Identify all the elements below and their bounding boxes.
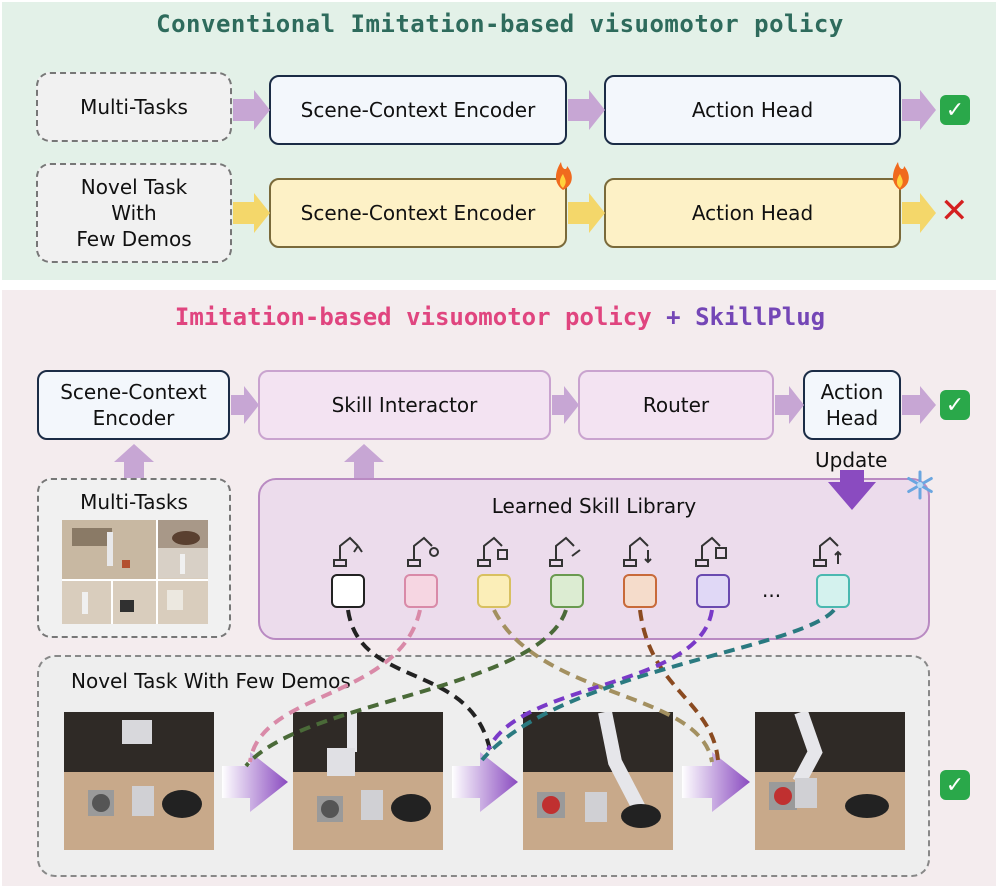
check-mark-icon: ✓ <box>940 95 970 125</box>
action-head: Action Head <box>604 75 901 145</box>
skillplug-scene-encoder: Scene-Context Encoder <box>37 370 230 440</box>
action-head-finetune: Action Head <box>604 178 901 248</box>
skill-slot-6 <box>696 574 730 608</box>
robot-arm-icon <box>623 536 652 567</box>
conventional-title: Conventional Imitation-based visuomotor … <box>156 10 844 38</box>
progress-arrow <box>452 752 518 812</box>
scene-context-encoder-finetune: Scene-Context Encoder <box>269 178 567 248</box>
arrow-right <box>568 90 605 130</box>
title-plus: + <box>666 303 681 331</box>
scene-frame-3 <box>523 712 673 850</box>
robot-arm-icon <box>407 536 439 567</box>
cross-mark-icon: ✕ <box>940 191 969 231</box>
fire-icon <box>892 162 909 190</box>
multi-task-scenes-image <box>62 520 208 624</box>
update-label: Update <box>815 448 888 472</box>
scene-frame-4 <box>755 712 905 850</box>
title-part-1: Imitation-based visuomotor policy <box>174 303 652 331</box>
skill-slot-3 <box>477 574 511 608</box>
encoder-line-1: Scene-Context <box>60 380 207 404</box>
skill-slot-4 <box>550 574 584 608</box>
update-arrow-down <box>828 470 876 510</box>
head-line-1: Action <box>820 380 884 404</box>
skill-slot-1 <box>331 574 365 608</box>
library-title: Learned Skill Library <box>491 494 697 518</box>
novel-task-line-3: Few Demos <box>76 227 192 251</box>
fire-icon <box>555 162 572 190</box>
multi-tasks-input: Multi-Tasks <box>36 72 232 142</box>
novel-task-line-2: With <box>111 201 157 225</box>
arrow-right <box>231 386 259 424</box>
skillplug-title: Imitation-based visuomotor policy + Skil… <box>0 303 1000 331</box>
skill-slot-7 <box>816 574 850 608</box>
scene-frame-1 <box>64 712 214 850</box>
arrow-up <box>114 444 154 478</box>
scene-context-encoder: Scene-Context Encoder <box>269 75 567 145</box>
progress-arrow <box>682 752 750 812</box>
arrow-right <box>552 386 579 424</box>
skill-route-black <box>346 609 492 751</box>
multi-tasks-label: Multi-Tasks <box>80 490 188 514</box>
robot-arm-icons <box>333 536 842 567</box>
check-mark-icon: ✓ <box>940 770 970 800</box>
skill-route-green <box>244 609 568 768</box>
novel-task-line-1: Novel Task <box>80 175 188 199</box>
arrow-right <box>233 90 270 130</box>
check-mark-icon: ✓ <box>940 390 970 420</box>
robot-arm-icon <box>333 536 363 567</box>
skill-route-brown <box>638 609 720 761</box>
arrow-up <box>344 444 384 478</box>
arrow-right <box>902 90 936 130</box>
title-part-2: SkillPlug <box>695 303 826 331</box>
skill-slot-5 <box>623 574 657 608</box>
arrow-right <box>568 193 605 233</box>
novel-task-input: Novel Task With Few Demos <box>36 163 232 263</box>
arrow-right <box>902 193 936 233</box>
robot-arm-icon <box>477 536 508 567</box>
robot-arm-icon <box>813 536 842 567</box>
skillplug-action-head: Action Head <box>803 370 901 440</box>
head-line-2: Head <box>825 406 879 430</box>
snowflake-icon <box>907 470 933 500</box>
router: Router <box>578 370 774 440</box>
arrow-right <box>775 386 804 424</box>
skill-route-teal <box>480 608 836 762</box>
skill-route-olive <box>492 609 714 763</box>
robot-arm-icon <box>695 536 727 567</box>
robot-arm-icon <box>549 536 581 567</box>
encoder-line-2: Encoder <box>92 406 175 430</box>
scene-frame-2 <box>293 712 443 850</box>
novel-task-title: Novel Task With Few Demos <box>71 669 351 693</box>
skill-route-pink <box>248 609 422 763</box>
progress-arrow <box>222 752 288 812</box>
arrow-right <box>233 193 270 233</box>
skill-route-purple <box>486 609 714 751</box>
skill-slot-2 <box>404 574 438 608</box>
skill-interactor: Skill Interactor <box>258 370 551 440</box>
skill-ellipsis: ... <box>762 578 782 602</box>
arrow-right <box>902 386 936 424</box>
